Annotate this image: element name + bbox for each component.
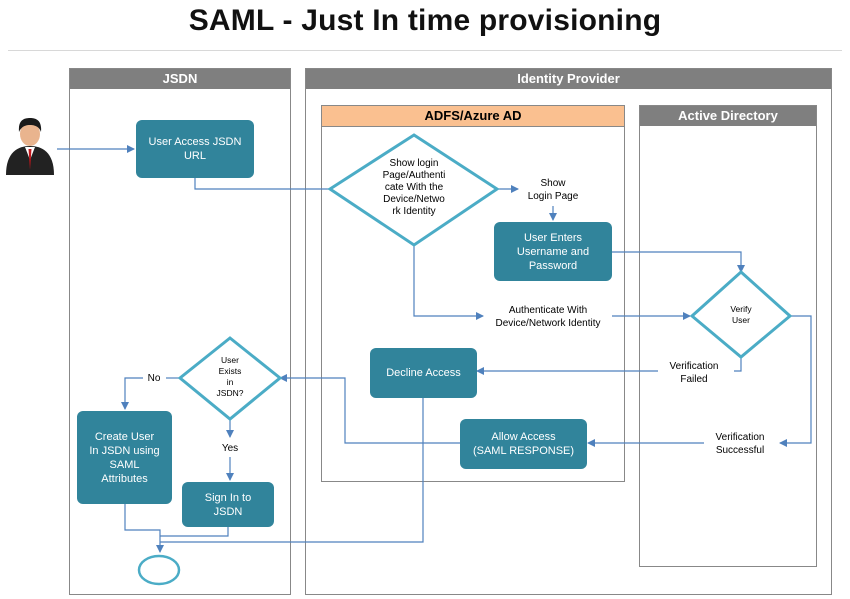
connector-login-to-authenticate — [413, 245, 484, 320]
lane-active-directory-header: Active Directory — [640, 106, 816, 126]
lane-identity-provider-header: Identity Provider — [306, 69, 831, 89]
connector-enter-to-verify — [612, 251, 745, 273]
connector-no-to-create — [121, 377, 143, 410]
user-exists-diamond — [177, 336, 283, 421]
connector-access-to-login — [194, 178, 330, 190]
verify-user-diamond — [689, 269, 793, 359]
no-label: No — [147, 373, 161, 384]
user-exists-diamond-text: User Exists in JSDN? — [216, 355, 244, 398]
connector-signin-to-end — [160, 527, 229, 537]
user-enters-text: User Enters Username and Password — [516, 231, 590, 272]
sign-in-text: Sign In to JSDN — [204, 491, 252, 518]
create-user-text: Create User In JSDN using SAML Attribute… — [89, 430, 160, 485]
yes-label: Yes — [221, 443, 239, 454]
authenticate-with-label: Authenticate With Device/Network Identit… — [495, 305, 601, 329]
user-enters-box: User Enters Username and Password — [494, 222, 612, 281]
show-login-page-label: Show Login Page — [527, 178, 579, 202]
diagram-title: SAML - Just In time provisioning — [188, 4, 662, 37]
verification-successful-label: Verification Successful — [715, 432, 765, 456]
decline-access-text: Decline Access — [386, 367, 461, 379]
create-user-box: Create User In JSDN using SAML Attribute… — [77, 411, 172, 504]
allow-access-box: Allow Access (SAML RESPONSE) — [460, 419, 587, 469]
user-access-text: User Access JSDN URL — [148, 136, 242, 162]
show-login-diamond — [327, 133, 500, 247]
show-login-diamond-text: Show login Page/Authenti cate With the D… — [382, 158, 446, 217]
lane-adfs-header: ADFS/Azure AD — [322, 106, 624, 127]
connector-verify-to-successful — [779, 315, 812, 447]
connector-create-to-end — [124, 504, 164, 553]
title-divider — [8, 50, 842, 51]
verification-failed-label: Verification Failed — [669, 361, 719, 385]
connector-decline-to-end — [160, 398, 424, 543]
connector-verify-to-failed — [734, 357, 742, 372]
sign-in-box: Sign In to JSDN — [182, 482, 274, 527]
end-terminal — [137, 554, 181, 586]
user-access-box: User Access JSDN URL — [136, 120, 254, 178]
allow-access-text: Allow Access (SAML RESPONSE) — [472, 431, 575, 457]
decline-access-box: Decline Access — [370, 348, 477, 398]
verify-user-diamond-text: Verify User — [730, 304, 752, 325]
user-person-icon — [6, 118, 54, 175]
lane-jsdn-header: JSDN — [70, 69, 290, 89]
connector-allow-to-exists — [279, 374, 460, 444]
